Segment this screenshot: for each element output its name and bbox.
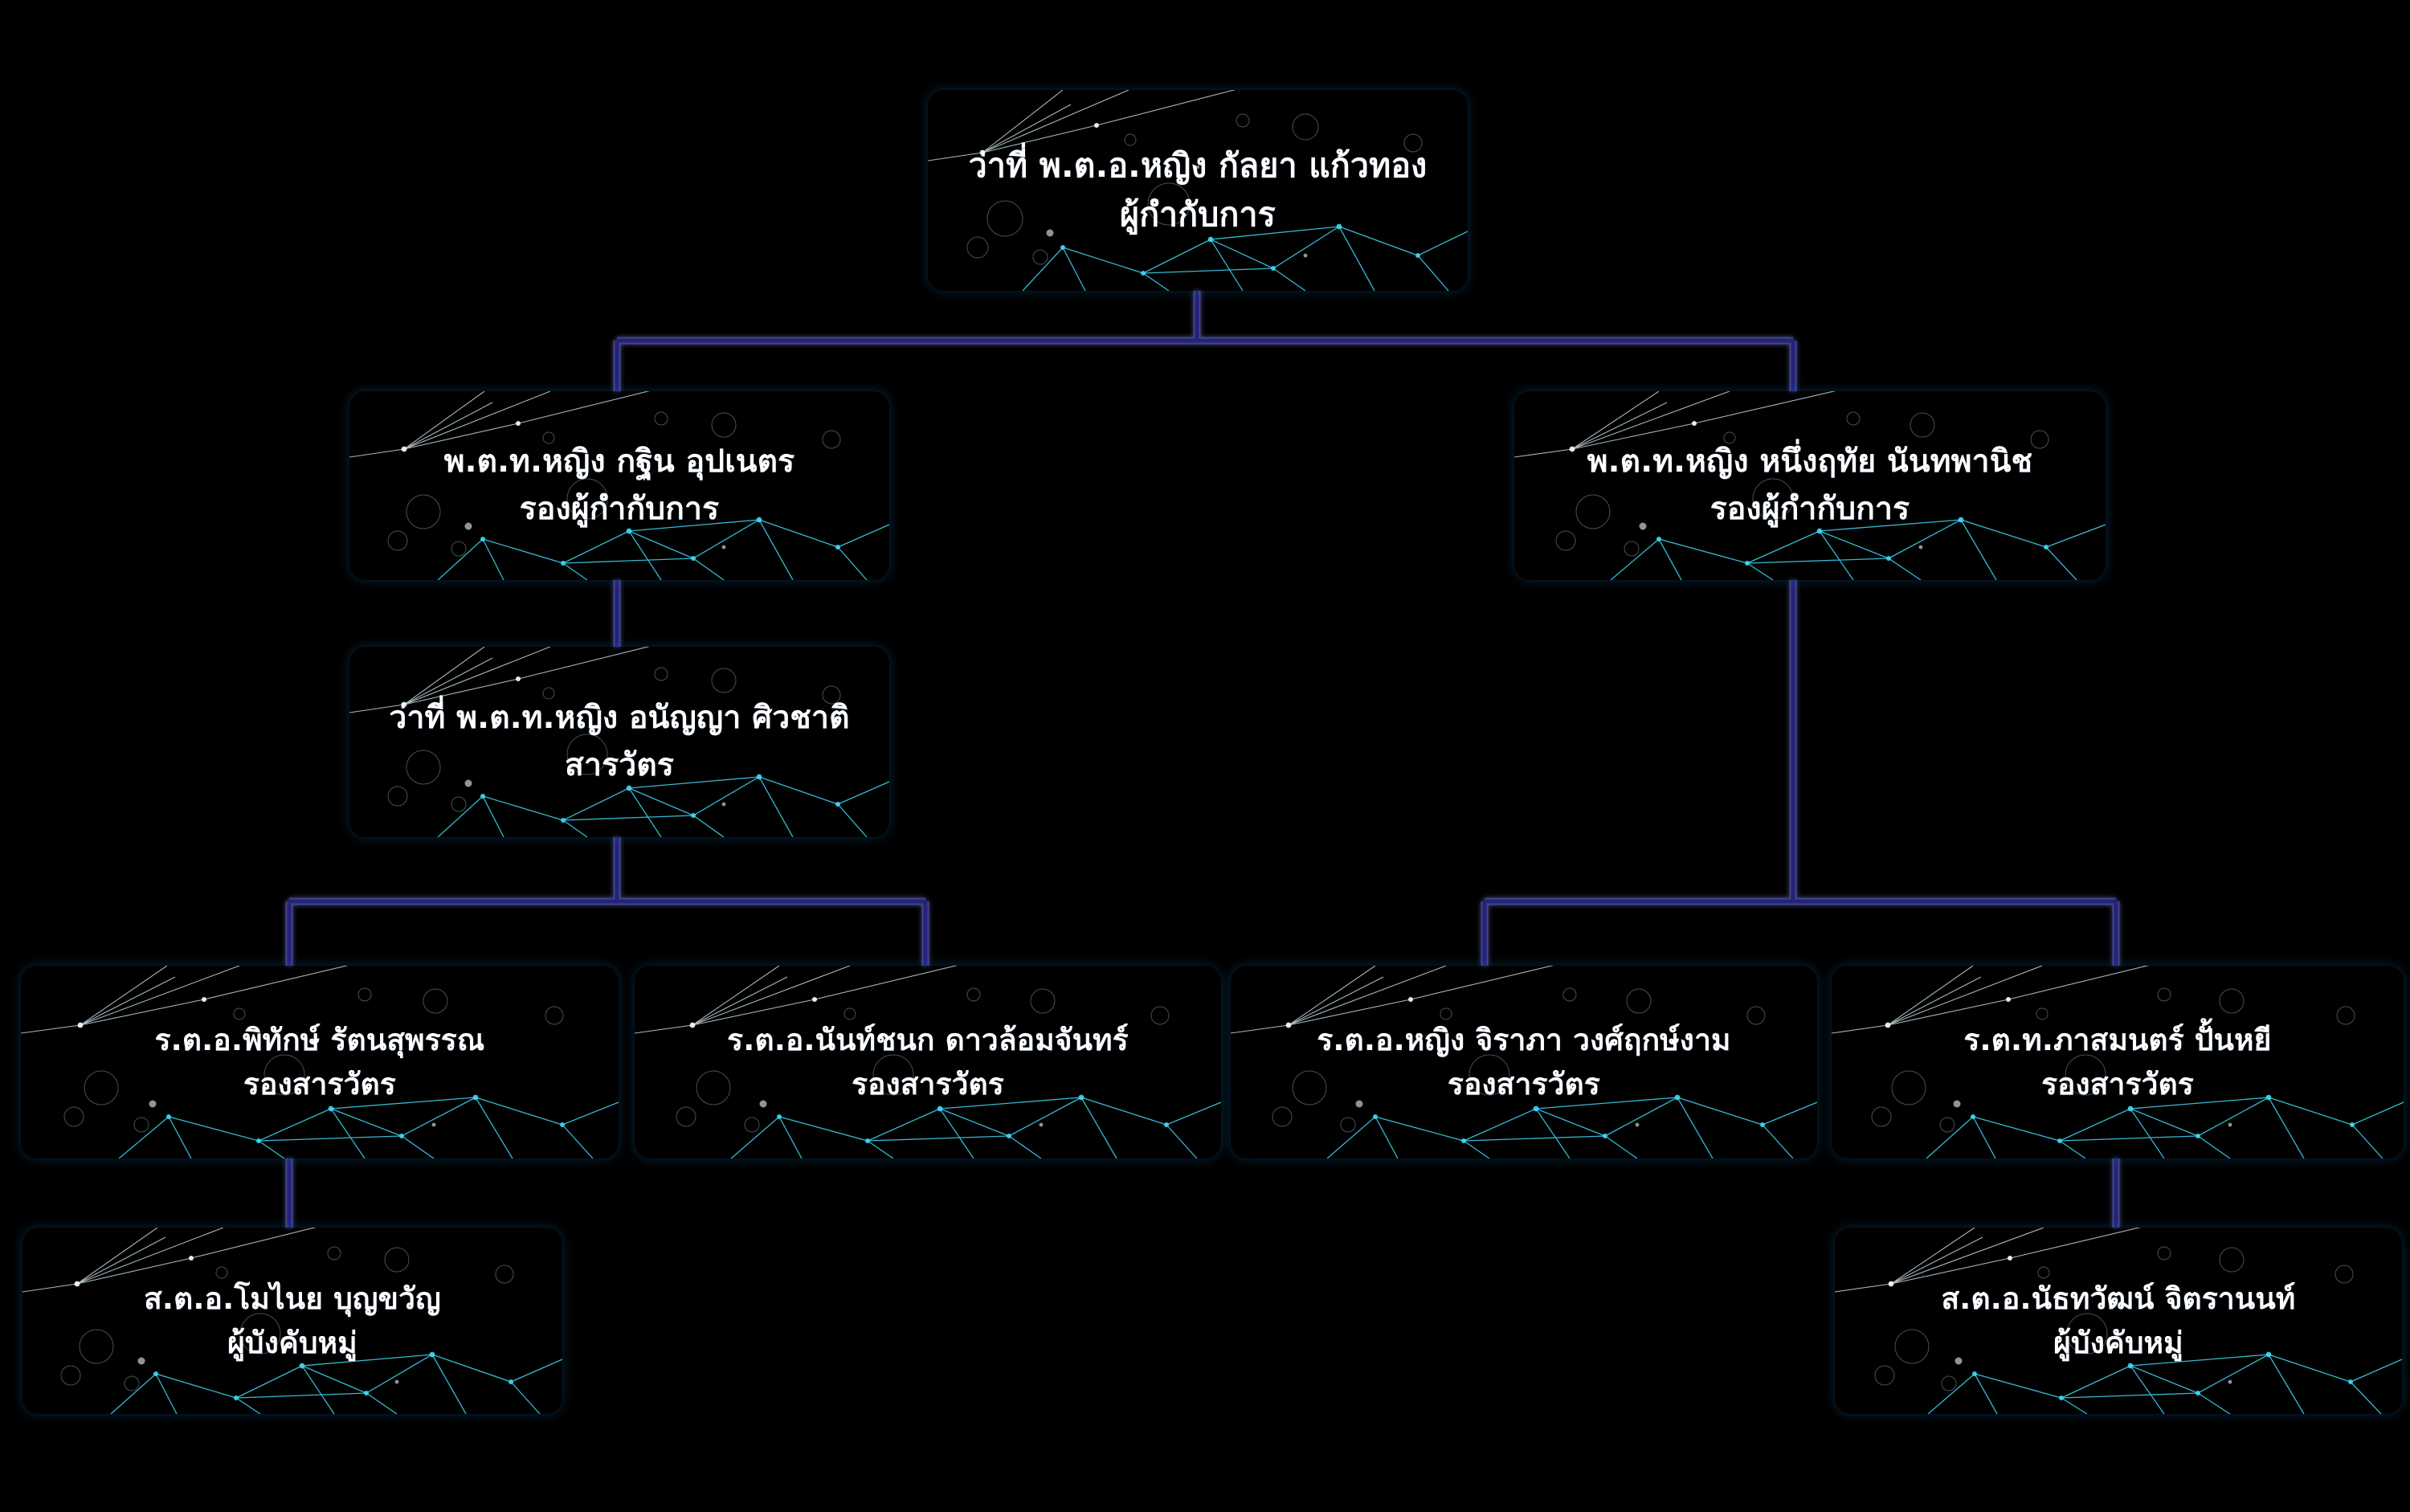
- node-position: รองผู้กำกับการ: [519, 490, 720, 527]
- node-label: ร.ต.ท.ภาสมนตร์ ปั้นหยี รองสารวัตร: [1949, 1018, 2285, 1107]
- node-label: พ.ต.ท.หญิง หนึ่งฤทัย นันทพานิช รองผู้กำก…: [1573, 439, 2047, 533]
- node-commander[interactable]: ว่าที่ พ.ต.อ.หญิง กัลยา แก้วทอง ผู้กำกับ…: [928, 90, 1468, 291]
- node-deputy-left[interactable]: พ.ต.ท.หญิง กฐิน อุปเนตร รองผู้กำกับการ: [349, 391, 889, 580]
- node-label: ว่าที่ พ.ต.ท.หญิง อนัญญา ศิวชาติ สารวัตร: [374, 695, 864, 789]
- node-name: ร.ต.อ.พิทักษ์ รัตนสุพรรณ: [154, 1022, 485, 1057]
- node-inspector[interactable]: ว่าที่ พ.ต.ท.หญิง อนัญญา ศิวชาติ สารวัตร: [349, 647, 889, 837]
- node-deputy-right[interactable]: พ.ต.ท.หญิง หนึ่งฤทัย นันทพานิช รองผู้กำก…: [1514, 391, 2106, 580]
- node-label: ร.ต.อ.นันท์ชนก ดาวล้อมจันทร์ รองสารวัตร: [713, 1018, 1143, 1107]
- node-name: ส.ต.อ.นัธทวัฒน์ จิตรานนท์: [1941, 1281, 2296, 1316]
- node-label: ว่าที่ พ.ต.อ.หญิง กัลยา แก้วทอง ผู้กำกับ…: [954, 141, 1442, 240]
- node-name: ว่าที่ พ.ต.อ.หญิง กัลยา แก้วทอง: [968, 145, 1428, 185]
- node-position: รองสารวัตร: [2041, 1067, 2194, 1101]
- node-label: ร.ต.อ.พิทักษ์ รัตนสุพรรณ รองสารวัตร: [141, 1018, 500, 1107]
- node-label: ส.ต.อ.นัธทวัฒน์ จิตรานนท์ ผู้บังคับหมู่: [1927, 1277, 2310, 1366]
- node-position: ผู้บังคับหมู่: [227, 1326, 357, 1360]
- node-label: ร.ต.อ.หญิง จิราภา วงศ์ฤกษ์งาม รองสารวัตร: [1302, 1018, 1745, 1107]
- node-squad-leader-2[interactable]: ส.ต.อ.นัธทวัฒน์ จิตรานนท์ ผู้บังคับหมู่: [1835, 1228, 2402, 1414]
- node-position: รองสารวัตร: [1448, 1067, 1600, 1101]
- node-deputy-inspector-3[interactable]: ร.ต.อ.หญิง จิราภา วงศ์ฤกษ์งาม รองสารวัตร: [1231, 966, 1817, 1159]
- node-position: ผู้กำกับการ: [1120, 195, 1276, 234]
- node-name: ร.ต.อ.นันท์ชนก ดาวล้อมจันทร์: [727, 1022, 1129, 1057]
- node-position: รองสารวัตร: [852, 1067, 1004, 1101]
- node-name: พ.ต.ท.หญิง กฐิน อุปเนตร: [443, 443, 795, 480]
- node-name: ส.ต.อ.โมไนย บุญขวัญ: [144, 1281, 441, 1316]
- node-name: ร.ต.อ.หญิง จิราภา วงศ์ฤกษ์งาม: [1317, 1022, 1731, 1057]
- node-name: ว่าที่ พ.ต.ท.หญิง อนัญญา ศิวชาติ: [389, 700, 850, 736]
- node-name: พ.ต.ท.หญิง หนึ่งฤทัย นันทพานิช: [1587, 443, 2033, 480]
- node-position: ผู้บังคับหมู่: [2053, 1326, 2183, 1360]
- node-label: ส.ต.อ.โมไนย บุญขวัญ ผู้บังคับหมู่: [129, 1277, 455, 1366]
- node-position: สารวัตร: [564, 746, 675, 783]
- node-deputy-inspector-4[interactable]: ร.ต.ท.ภาสมนตร์ ปั้นหยี รองสารวัตร: [1832, 966, 2404, 1159]
- node-position: รองสารวัตร: [243, 1067, 396, 1101]
- node-name: ร.ต.ท.ภาสมนตร์ ปั้นหยี: [1963, 1022, 2272, 1057]
- node-squad-leader-1[interactable]: ส.ต.อ.โมไนย บุญขวัญ ผู้บังคับหมู่: [22, 1228, 562, 1414]
- node-label: พ.ต.ท.หญิง กฐิน อุปเนตร รองผู้กำกับการ: [430, 439, 810, 533]
- node-position: รองผู้กำกับการ: [1709, 490, 1910, 527]
- node-deputy-inspector-2[interactable]: ร.ต.อ.นันท์ชนก ดาวล้อมจันทร์ รองสารวัตร: [635, 966, 1221, 1159]
- node-deputy-inspector-1[interactable]: ร.ต.อ.พิทักษ์ รัตนสุพรรณ รองสารวัตร: [21, 966, 619, 1159]
